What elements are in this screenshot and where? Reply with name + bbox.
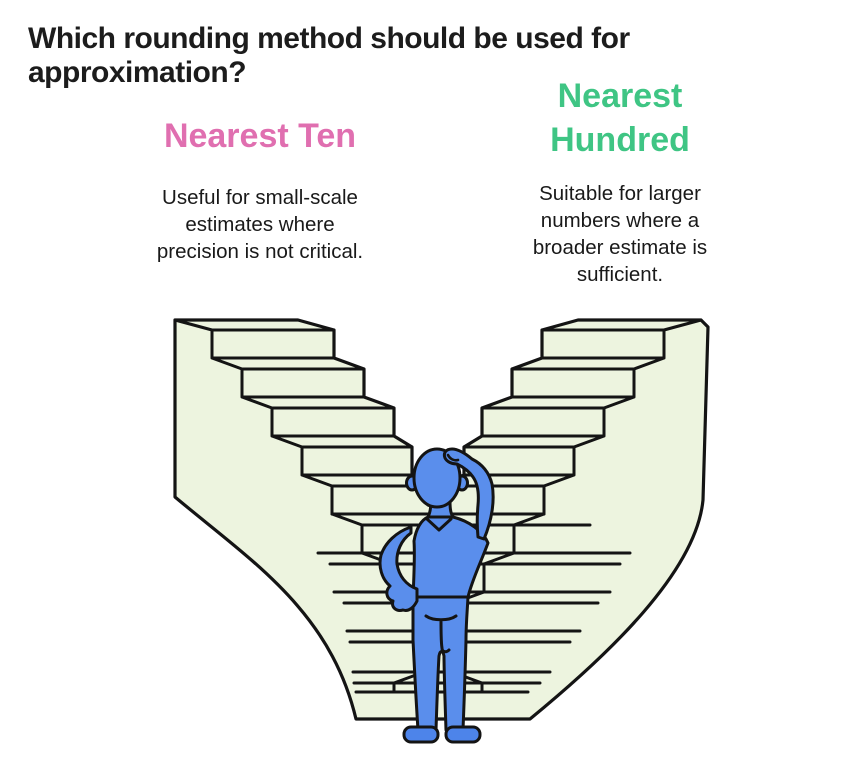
description-nearest-ten: Useful for small-scale estimates where p… <box>95 184 425 265</box>
description-line: Useful for small-scale <box>162 186 358 209</box>
person-pants-seam <box>424 614 458 654</box>
description-nearest-hundred: Suitable for larger numbers where a broa… <box>455 180 785 288</box>
person-right-shoe <box>444 725 482 744</box>
heading-nearest-hundred-line2: Hundred <box>550 121 690 159</box>
person-collar <box>425 517 453 532</box>
person-right-arm-scratching <box>442 447 495 541</box>
heading-nearest-ten: Nearest Ten <box>163 117 357 155</box>
person-figure <box>378 447 495 744</box>
heading-nearest-hundred: Nearest Hundred <box>455 74 785 162</box>
description-line: numbers where a <box>540 209 700 232</box>
description-line: estimates where <box>185 213 335 236</box>
description-line: sufficient. <box>576 263 664 286</box>
description-line: precision is not critical. <box>156 240 364 263</box>
description-line: broader estimate is <box>532 236 708 259</box>
page-title: Which rounding method should be used for… <box>28 22 630 89</box>
person-left-arm-akimbo <box>378 525 419 612</box>
description-line: Suitable for larger <box>539 182 701 205</box>
person-hand-fingers <box>446 453 460 462</box>
heading-nearest-hundred-line1: Nearest <box>557 77 683 115</box>
person-left-shoe <box>402 725 440 744</box>
